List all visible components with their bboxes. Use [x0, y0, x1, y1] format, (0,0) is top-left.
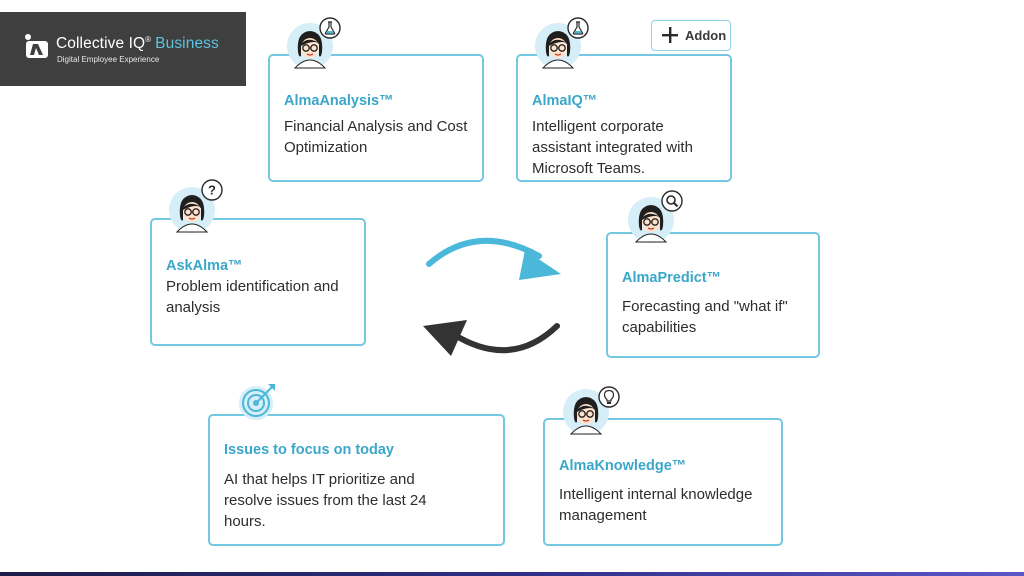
card-title: AlmaAnalysis™	[284, 93, 394, 109]
card-title: AlmaPredict™	[622, 270, 722, 286]
card-alma-analysis: AlmaAnalysis™ Financial Analysis and Cos…	[268, 54, 484, 182]
magnifier-icon	[661, 190, 683, 212]
addon-label: Addon	[685, 28, 727, 43]
svg-text:?: ?	[208, 183, 216, 198]
cycle-arrows-icon	[423, 237, 561, 356]
card-body: Intelligent corporate assistant integrat…	[532, 118, 693, 177]
brand-logo: Collective IQ®Business Digital Employee …	[0, 12, 246, 86]
card-body: Problem identification and analysis	[166, 278, 339, 316]
addon-badge: Addon	[651, 20, 731, 51]
lightbulb-icon	[598, 386, 620, 408]
collective-iq-logo-icon	[25, 34, 48, 58]
card-body: Intelligent internal knowledge managemen…	[559, 486, 753, 524]
brand-tagline: Digital Employee Experience	[57, 55, 160, 64]
plus-icon	[662, 27, 678, 43]
card-alma-iq: AlmaIQ™ Intelligent corporate assistant …	[516, 54, 732, 182]
card-alma-knowledge: AlmaKnowledge™ Intelligent internal know…	[543, 418, 783, 546]
target-icon	[239, 384, 275, 420]
card-body: Forecasting and "what if" capabilities	[622, 298, 788, 336]
card-ask-alma: AskAlma™ Problem identification and anal…	[150, 218, 366, 346]
card-issues-today: Issues to focus on today AI that helps I…	[208, 414, 505, 546]
card-title: AskAlma™	[166, 258, 243, 274]
card-body: AI that helps IT prioritize and resolve …	[224, 471, 427, 530]
brand-title: Collective IQ®Business	[56, 35, 219, 52]
card-body: Financial Analysis and Cost Optimization	[284, 118, 468, 156]
question-icon: ?	[201, 179, 223, 201]
card-alma-predict: AlmaPredict™ Forecasting and "what if" c…	[606, 232, 820, 358]
flask-icon	[319, 17, 341, 39]
card-title: AlmaKnowledge™	[559, 458, 687, 474]
footer-gradient-bar	[0, 572, 1024, 576]
card-title: AlmaIQ™	[532, 93, 598, 109]
flask-icon	[567, 17, 589, 39]
card-title: Issues to focus on today	[224, 442, 394, 458]
